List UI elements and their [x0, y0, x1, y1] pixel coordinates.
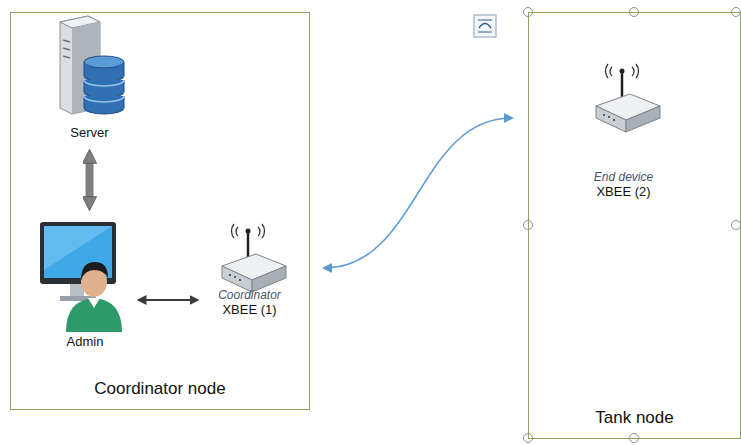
- node-label: Admin: [67, 334, 104, 350]
- server-icon: [60, 16, 124, 114]
- connector-arrow: [324, 118, 512, 268]
- server-node: Server: [45, 15, 135, 143]
- device-node: CoordinatorXBEE (1): [204, 222, 296, 320]
- node-label: Server: [70, 125, 108, 141]
- group-box: Tank node End deviceXBEE (2): [528, 12, 741, 439]
- role-label: End device: [594, 170, 653, 184]
- layout-options-icon: [474, 15, 496, 37]
- admin-node: Admin: [38, 218, 133, 352]
- node-label: XBEE (2): [596, 184, 650, 200]
- selection-handles: [524, 8, 741, 443]
- group-box: Coordinator node ServerAdmin CoordinatorXB…: [10, 12, 310, 410]
- role-label: Coordinator: [218, 288, 281, 302]
- connector-arrow: [139, 299, 198, 301]
- group-title: Coordinator node: [11, 379, 309, 399]
- device-node: End deviceXBEE (2): [578, 62, 670, 202]
- admin-icon: [40, 222, 122, 332]
- group-title: Tank node: [529, 408, 740, 428]
- node-label: XBEE (1): [222, 302, 276, 318]
- connector-arrow: [86, 161, 94, 200]
- router-icon: [596, 64, 660, 132]
- router-icon: [222, 224, 286, 292]
